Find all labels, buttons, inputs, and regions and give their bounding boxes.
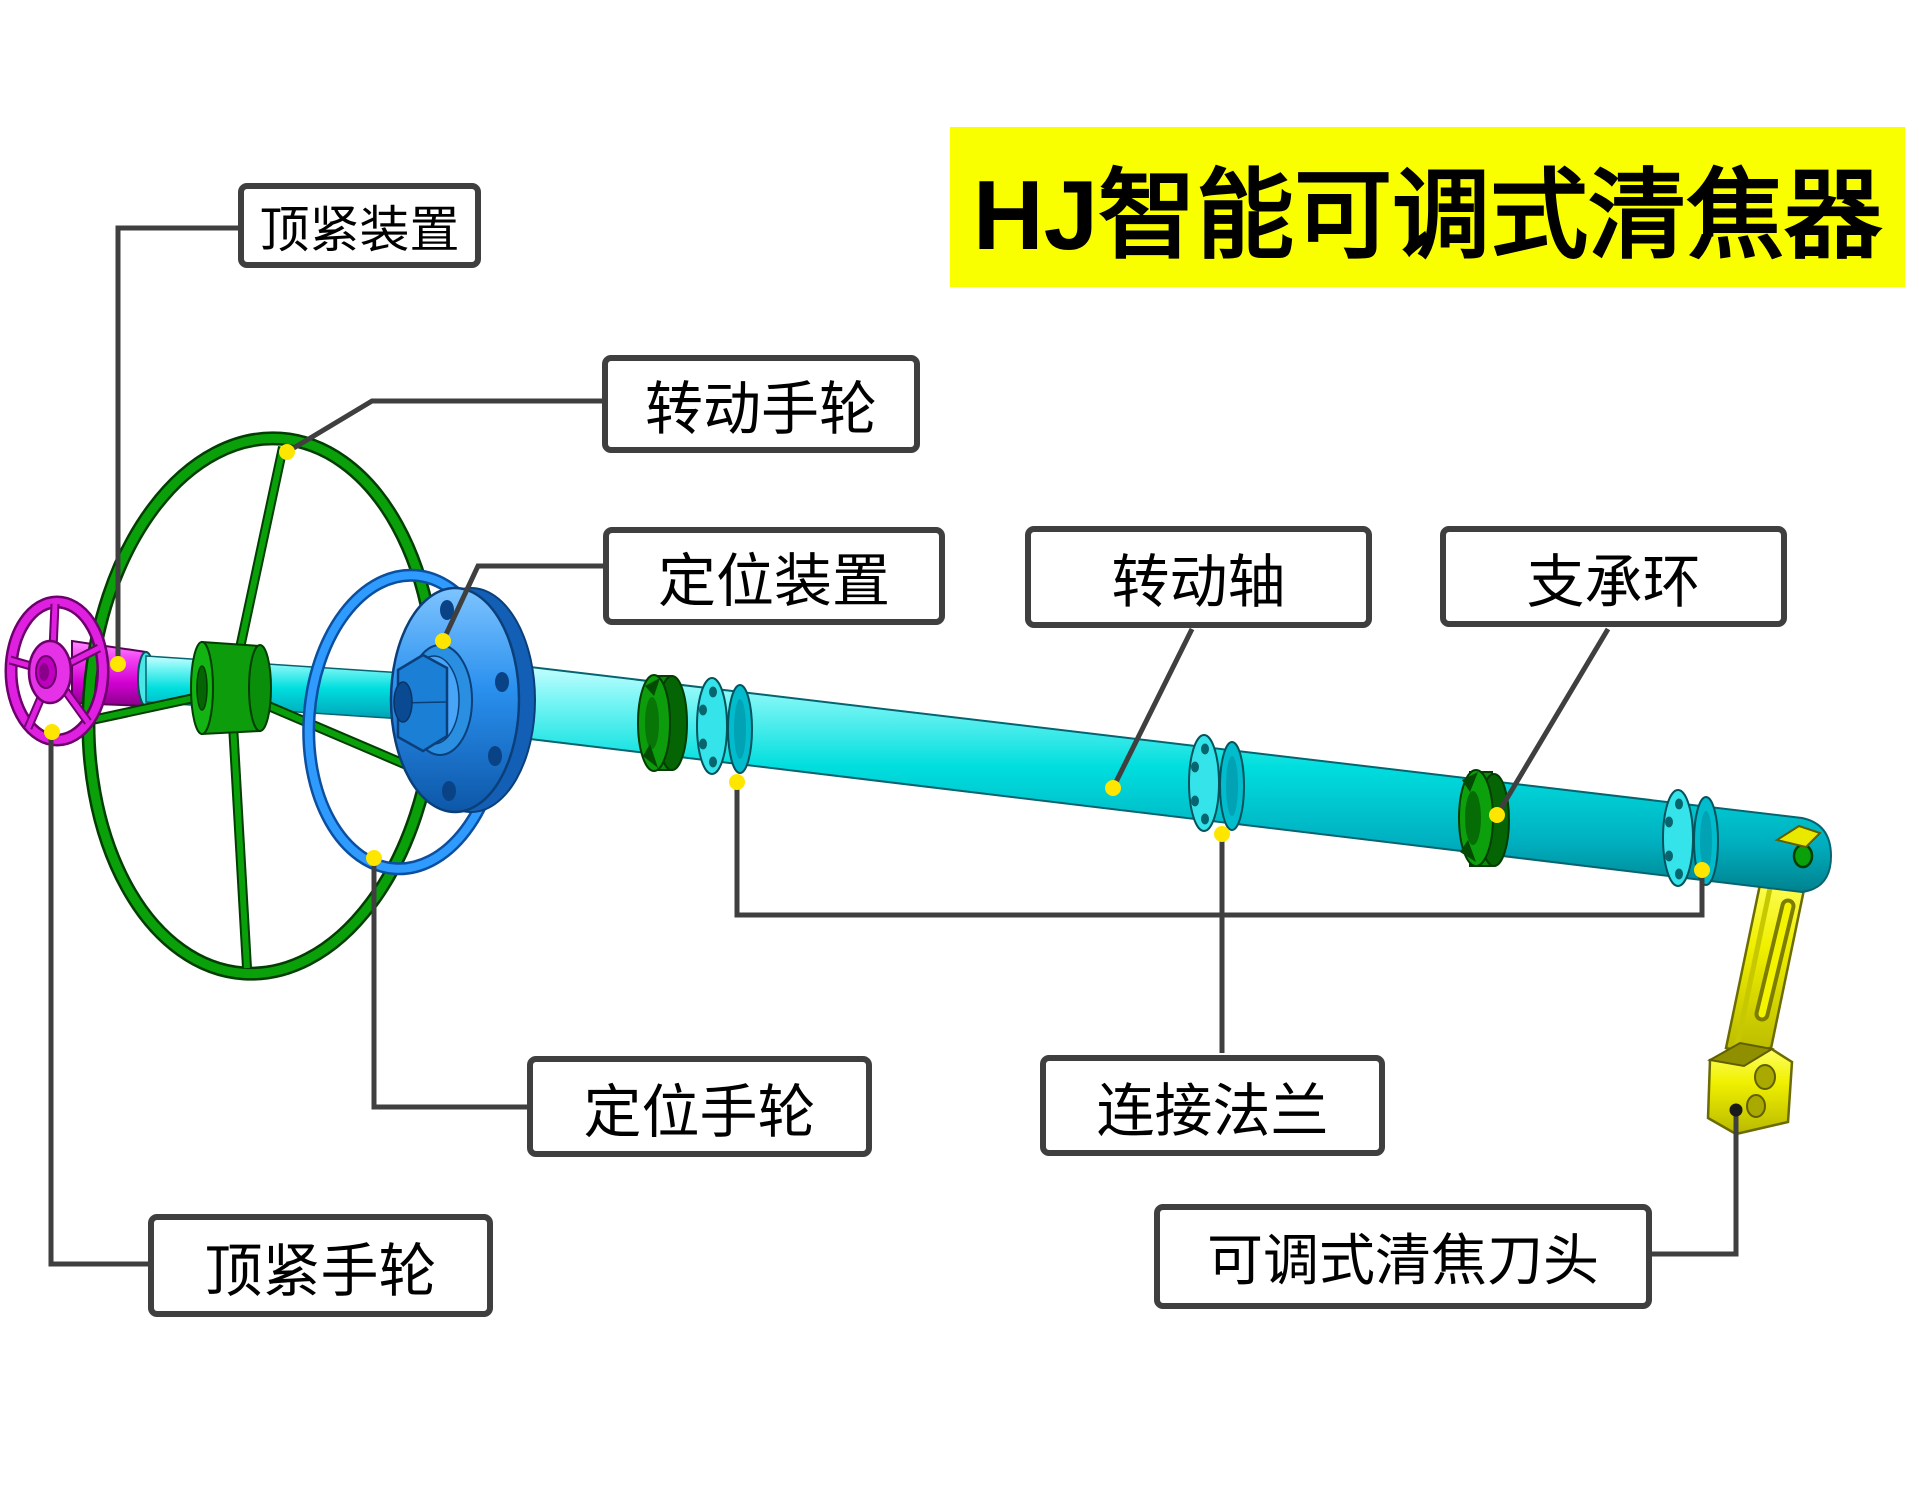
leader-positioning-device: [440, 563, 605, 643]
label-support-ring: 支承环: [1440, 526, 1787, 627]
leader-positioning-handwheel: [371, 858, 529, 1110]
leader-rotating-shaft: [1110, 627, 1195, 790]
connecting-flange-1: [696, 677, 753, 775]
leader-cutter-head: [1650, 1110, 1739, 1257]
callout-dots: [44, 444, 1743, 1117]
label-connecting-flange: 连接法兰: [1040, 1055, 1385, 1156]
shaft-clamp: [637, 674, 688, 772]
leader-tightening-handwheel: [48, 732, 150, 1267]
support-ring-part: [1458, 769, 1510, 867]
label-rotating-handwheel: 转动手轮: [602, 355, 920, 453]
label-positioning-handwheel: 定位手轮: [527, 1056, 872, 1157]
cutter-head: [1706, 868, 1808, 1136]
label-adjustable-cutter-head: 可调式清焦刀头: [1154, 1204, 1652, 1309]
tightening-handwheel-part: [4, 595, 110, 747]
leader-support-ring: [1494, 627, 1611, 817]
positioning-device-part: [389, 586, 536, 814]
connecting-flange-2: [1188, 734, 1245, 832]
label-positioning-device: 定位装置: [603, 527, 945, 625]
leader-lines: [48, 225, 1739, 1267]
label-rotating-shaft: 转动轴: [1025, 526, 1372, 628]
page-title: HJ智能可调式清焦器: [950, 127, 1905, 287]
leader-tightening-device: [115, 225, 240, 664]
leader-rotating-handwheel: [285, 398, 604, 455]
label-tightening-device: 顶紧装置: [238, 183, 481, 268]
label-tightening-handwheel: 顶紧手轮: [148, 1214, 493, 1317]
